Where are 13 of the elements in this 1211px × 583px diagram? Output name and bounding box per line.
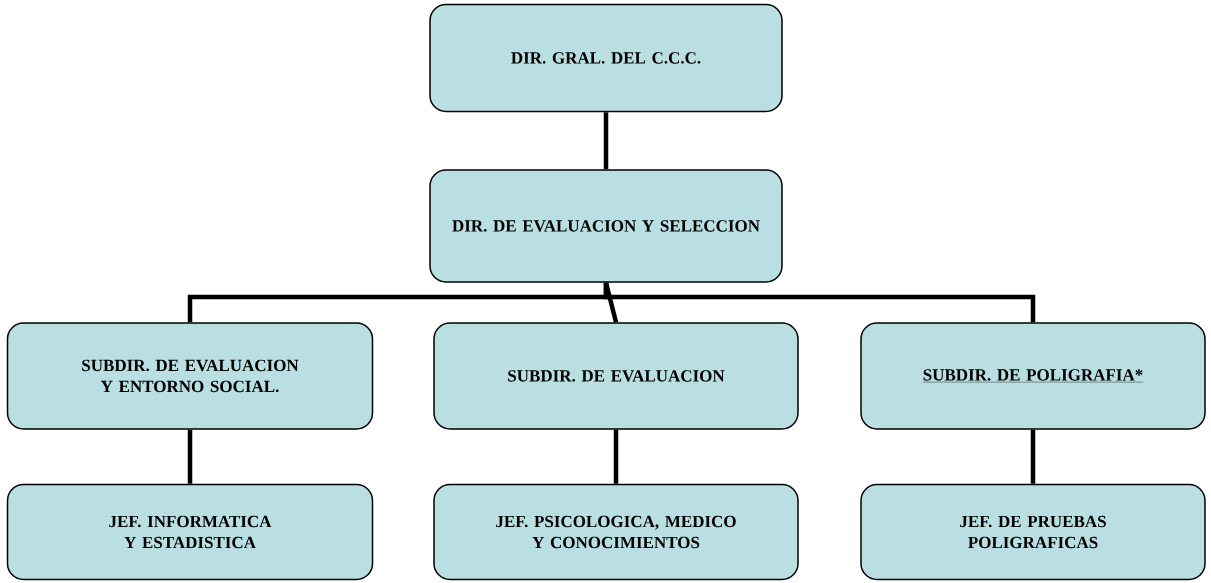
connector-line (603, 282, 1036, 323)
connector-line (603, 112, 609, 170)
connector-line (187, 429, 193, 484)
connector-line (1030, 429, 1036, 484)
connector-line (613, 429, 619, 484)
org-box: SUBDIR. DE EVALUACION Y ENTORNO SOCIAL. (6, 322, 374, 430)
org-box: JEF. DE PRUEBAS POLIGRAFICAS (860, 483, 1206, 581)
org-box: JEF. INFORMATICA Y ESTADISTICA (6, 483, 374, 581)
org-box: SUBDIR. DE POLIGRAFIA* (860, 322, 1206, 430)
org-box: DIR. GRAL. DEL C.C.C. (429, 3, 783, 113)
org-box: DIR. DE EVALUACION Y SELECCION (429, 169, 783, 283)
org-box: SUBDIR. DE EVALUACION (433, 322, 799, 430)
org-box: JEF. PSICOLOGICA, MEDICO Y CONOCIMIENTOS (433, 483, 799, 581)
